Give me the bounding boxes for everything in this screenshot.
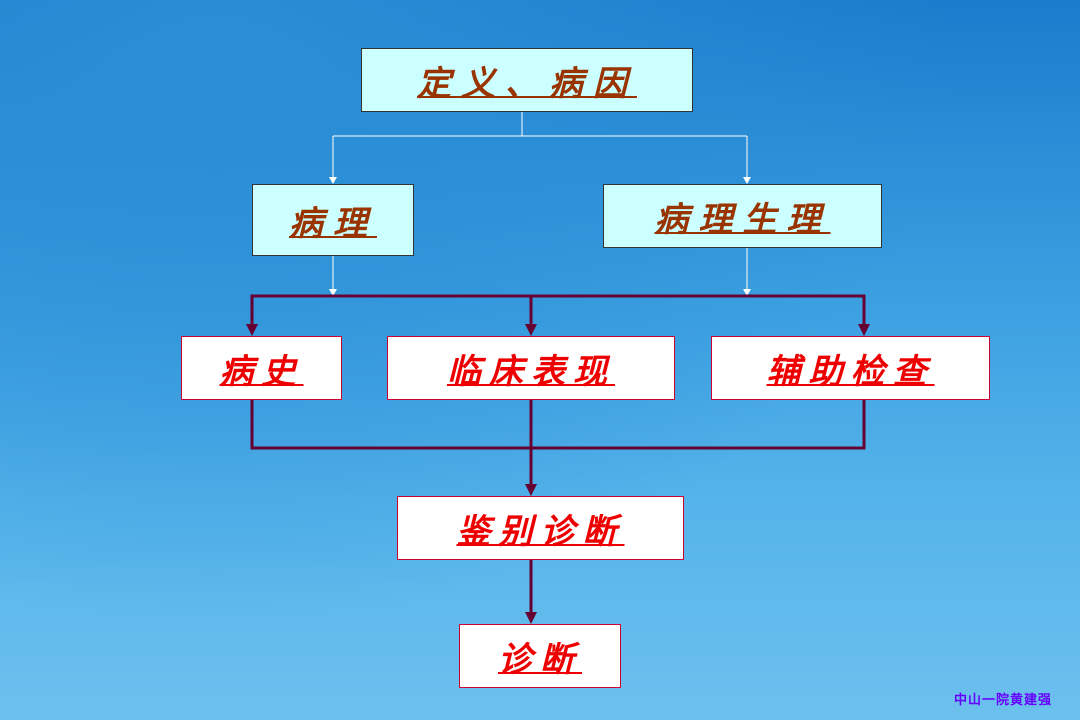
node-label: 辅助检查 (766, 351, 935, 392)
node-history: 病史 (181, 336, 342, 400)
author-credit: 中山一院黄建强 (953, 693, 1052, 708)
node-differential: 鉴别诊断 (397, 496, 684, 560)
node-label: 病理生理 (654, 199, 831, 240)
node-label: 病史 (219, 351, 304, 392)
node-label: 临床表现 (447, 351, 615, 392)
node-pathophysiology: 病理生理 (603, 184, 882, 248)
node-clinical: 临床表现 (387, 336, 675, 400)
node-definition: 定义、病因 (361, 48, 693, 112)
node-label: 诊断 (498, 639, 582, 680)
node-diagnosis: 诊断 (459, 624, 621, 688)
dark-connectors (250, 294, 866, 614)
node-label: 鉴别诊断 (456, 511, 625, 552)
node-auxiliary: 辅助检查 (711, 336, 990, 400)
node-pathology: 病理 (252, 184, 414, 256)
node-label: 定义、病因 (417, 63, 637, 104)
node-label: 病理 (289, 203, 377, 244)
white-connectors (332, 112, 748, 290)
